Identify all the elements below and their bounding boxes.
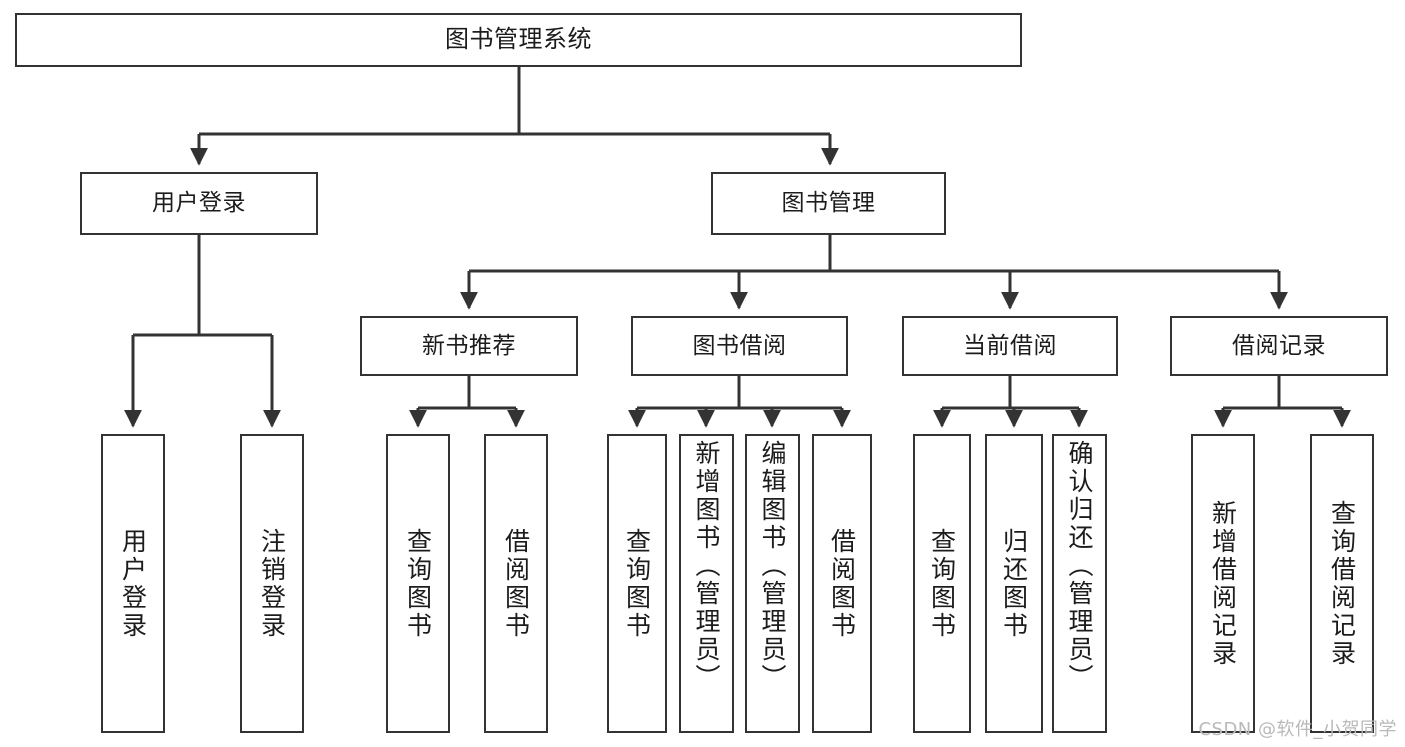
node-user-login[interactable]: 用户登录 <box>80 172 318 235</box>
node-current-borrow[interactable]: 当前借阅 <box>902 316 1118 376</box>
node-label: 查询图书 <box>403 527 433 640</box>
node-leaf-add-book[interactable]: 新增图书（管理员） <box>679 434 734 733</box>
node-label: 图书管理系统 <box>445 25 592 54</box>
node-label: 查询图书 <box>927 527 957 640</box>
node-leaf-edit-book[interactable]: 编辑图书（管理员） <box>745 434 800 733</box>
node-label: 新增图书（管理员） <box>692 440 721 692</box>
node-new-book-recommend[interactable]: 新书推荐 <box>360 316 578 376</box>
node-label: 查询借阅记录 <box>1327 499 1357 668</box>
node-leaf-query-book-current[interactable]: 查询图书 <box>913 434 971 733</box>
watermark-text: CSDN @软件_小贺同学 <box>1198 719 1397 740</box>
node-label: 新书推荐 <box>422 332 516 359</box>
node-leaf-confirm-return[interactable]: 确认归还（管理员） <box>1052 434 1107 733</box>
node-leaf-add-borrow-record[interactable]: 新增借阅记录 <box>1191 434 1255 733</box>
node-label: 确认归还（管理员） <box>1065 440 1094 692</box>
node-label: 图书借阅 <box>692 332 787 359</box>
node-label: 查询图书 <box>622 527 652 640</box>
node-label: 借阅记录 <box>1232 332 1326 359</box>
node-leaf-query-book-borrow[interactable]: 查询图书 <box>607 434 667 733</box>
node-leaf-logout[interactable]: 注销登录 <box>240 434 304 733</box>
node-leaf-borrow-book[interactable]: 借阅图书 <box>812 434 872 733</box>
node-leaf-borrow-book-recommend[interactable]: 借阅图书 <box>484 434 548 733</box>
node-label: 归还图书 <box>999 527 1029 640</box>
node-label: 借阅图书 <box>827 527 857 640</box>
node-book-borrow[interactable]: 图书借阅 <box>631 316 848 376</box>
node-borrow-record[interactable]: 借阅记录 <box>1170 316 1388 376</box>
node-book-management[interactable]: 图书管理 <box>711 172 946 235</box>
node-leaf-user-login[interactable]: 用户登录 <box>101 434 165 733</box>
node-label: 当前借阅 <box>963 332 1057 359</box>
node-root-system[interactable]: 图书管理系统 <box>15 13 1022 67</box>
node-label: 图书管理 <box>781 190 876 217</box>
node-label: 注销登录 <box>257 527 287 640</box>
node-leaf-query-book-recommend[interactable]: 查询图书 <box>386 434 450 733</box>
node-leaf-return-book[interactable]: 归还图书 <box>985 434 1043 733</box>
node-label: 用户登录 <box>118 527 148 640</box>
node-leaf-query-borrow-record[interactable]: 查询借阅记录 <box>1310 434 1374 733</box>
node-label: 新增借阅记录 <box>1208 499 1238 668</box>
node-label: 借阅图书 <box>501 527 531 640</box>
node-label: 编辑图书（管理员） <box>758 440 787 692</box>
node-label: 用户登录 <box>152 190 246 217</box>
